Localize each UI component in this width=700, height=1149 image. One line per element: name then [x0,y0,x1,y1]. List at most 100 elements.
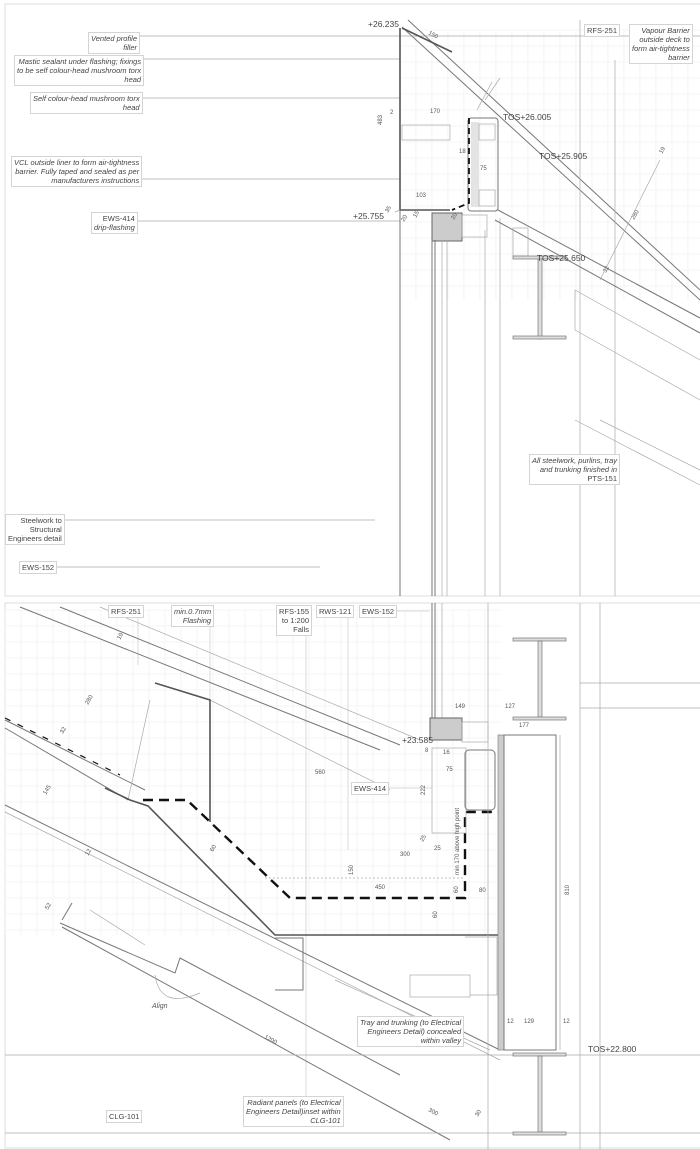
dimension: 35 [385,205,394,214]
callout-line: Structural [29,525,62,534]
dimension: 25 [420,834,429,843]
beam-web [537,1055,543,1133]
beam-flange [512,335,567,340]
purlin-line [599,419,700,471]
level-marker: TOS+25.905 [539,151,588,161]
support-line [334,979,491,1051]
window-head-subframe [461,214,488,238]
callout-clg-101: CLG-101 [106,1110,143,1123]
dimension-line [599,159,661,281]
callout-line: and trunking finished in [539,465,618,474]
ceiling-radiant-panel [59,922,401,1076]
dimension: 560 [315,770,326,776]
window-sill-frame [429,717,463,741]
beam-flange [512,1052,567,1057]
callout-line: outside deck to [639,35,690,44]
callout-line: barrier [668,53,690,62]
support-line [89,909,146,946]
callout-line: to 1:200 [281,616,310,625]
filler-line [476,81,493,111]
dimension: 300 [400,852,411,858]
dimension: 280 [85,694,96,706]
callout-line: head [122,103,140,112]
callout-line: Vapour Barrier [641,26,690,35]
roof-sheet-line [19,606,381,751]
callout-line: manufacturers instructions [51,176,140,185]
beam-web [537,640,543,718]
dimension: 222 [421,784,427,795]
roof-sheet-line [4,719,146,791]
dimension: 25 [434,846,441,852]
beam-flange [512,716,567,721]
dimension: 149 [455,704,466,710]
callout-line: Steelwork to [20,516,62,525]
flashing [401,27,453,53]
dimension: 19 [659,146,668,155]
steel-i-beam [512,255,567,340]
callout-rfs-251: RFS-251 [584,24,621,37]
level-marker: TOS+26.005 [503,112,552,122]
callout-line: EWS-152 [22,563,55,572]
callout-line: EWS-414 [354,784,387,793]
dimension: 103 [416,193,427,199]
parapet-outline [399,28,450,211]
lower-roof-line [497,209,700,319]
sill-channel [464,749,496,811]
dimension: 150 [349,864,355,875]
purlin-line [574,329,700,401]
dimension: 18 [459,149,466,155]
callout-line: to be self colour-head mushroom torx [17,66,142,75]
gutter-wall [497,734,505,1051]
drip-line [394,209,401,213]
roof-sheet-line [401,26,700,301]
level-marker: +23.585 [402,735,433,745]
dimension: 170 [430,109,441,115]
roof-sheet-line [407,19,700,291]
roof-sheet-line [4,727,129,801]
cable-tray [409,974,471,998]
timber-block [478,189,496,207]
callout-line: Radiant panels (to Electrical [247,1098,341,1107]
channel-purlin [275,937,304,991]
level-marker: +26.235 [368,19,399,29]
callout-line: Vented profile [91,34,138,43]
dimension: min 170 above high point [455,808,461,875]
level-marker: TOS+22.800 [588,1044,637,1054]
callout-line: EWS-414 [102,214,135,223]
filler-line [484,77,501,101]
lower-roof-line [494,219,700,334]
callout-line: Engineers Detail) concealed [367,1027,462,1036]
roof-sheet-line [99,606,421,741]
vcl-line [451,118,470,211]
callout-rfs-251: RFS-251 [108,605,145,618]
ceiling-line [61,926,451,1141]
dimension: 8 [425,748,429,754]
roof-sheet-line [209,699,391,791]
ceiling-edge [61,902,73,921]
timber-block [478,123,496,141]
callout-line: PTS-151 [587,474,618,483]
align-arc [154,974,201,999]
purlin-line [574,419,700,486]
dimension: 12 [85,848,94,857]
callout-line: within valley [420,1036,462,1045]
lower-roof-line [4,804,501,1051]
dimension: 60 [210,844,219,853]
dimension: 32 [603,265,612,274]
top-parapet-detail: +26.235 TOS+26.005 TOS+25.905 +25.755 TO… [43,19,700,596]
beam-web [537,258,543,340]
dimension: 12 [563,1019,570,1025]
callout-line: Engineers detail [8,534,62,543]
insulation-grid-bottom [4,609,500,935]
dimension: 19 [117,632,126,641]
callout-line: filler [123,43,138,52]
